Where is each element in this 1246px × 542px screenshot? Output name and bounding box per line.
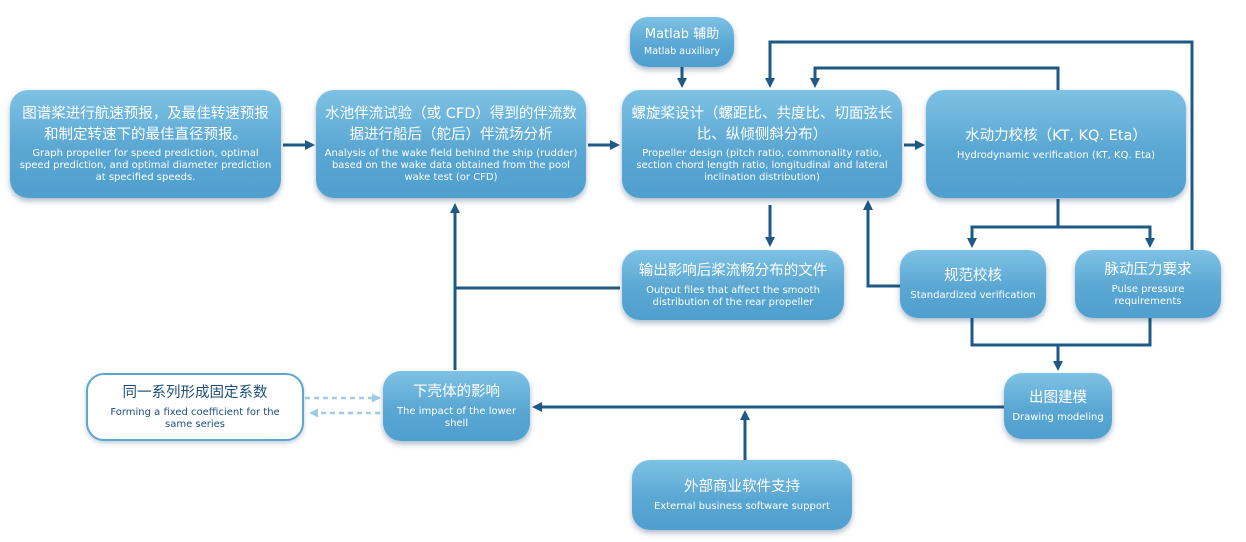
drawing-modeling-en-label: Drawing modeling	[1012, 411, 1104, 423]
pulse-pressure-node: 脉动压力要求 Pulse pressure requirements	[1075, 250, 1221, 318]
lower-shell-zh-label: 下壳体的影响	[413, 384, 500, 401]
line-merge-to-drawing	[970, 318, 1152, 347]
wake-analysis-en-label: Analysis of the wake field behind the sh…	[324, 148, 578, 184]
graph-propeller-zh-label: 图谱桨进行航速预报，及最佳转速预报和制定转速下的最佳直径预报。	[22, 105, 269, 143]
arrow-hydro-to-pulse	[1058, 225, 1155, 248]
fixed-coefficient-en-label: Forming a fixed coefficient for the same…	[110, 406, 280, 430]
hydrodynamic-en-label: Hydrodynamic verification (KT, KQ. Eta)	[956, 149, 1156, 161]
matlab-auxiliary-node: Matlab 辅助 Matlab auxiliary	[630, 17, 734, 67]
lower-shell-en-label: The impact of the lower shell	[396, 405, 517, 429]
matlab-zh-label: Matlab 辅助	[644, 26, 720, 42]
standardized-zh-label: 规范校核	[944, 268, 1002, 285]
output-files-en-label: Output files that affect the smooth dist…	[646, 284, 820, 308]
propeller-design-en-label: Propeller design (pitch ratio, commonali…	[636, 148, 888, 184]
pulse-pressure-en-label: Pulse pressure requirements	[1111, 283, 1185, 307]
output-files-zh-label: 输出影响后桨流畅分布的文件	[638, 263, 828, 280]
arrow-hydro-to-standard	[967, 199, 1060, 248]
hydrodynamic-zh-label: 水动力校核（KT, KQ. Eta）	[965, 128, 1147, 145]
lower-shell-node: 下壳体的影响 The impact of the lower shell	[383, 371, 530, 441]
drawing-modeling-node: 出图建模 Drawing modeling	[1004, 373, 1112, 439]
pulse-pressure-zh-label: 脉动压力要求	[1104, 262, 1192, 279]
graph-propeller-node: 图谱桨进行航速预报，及最佳转速预报和制定转速下的最佳直径预报。 Graph pr…	[10, 90, 281, 198]
arrow-hydro-loop	[810, 66, 1060, 90]
arrow-pulse-loop	[765, 40, 1194, 250]
hydrodynamic-verification-node: 水动力校核（KT, KQ. Eta） Hydrodynamic verifica…	[926, 90, 1186, 198]
output-files-node: 输出影响后桨流畅分布的文件 Output files that affect t…	[622, 250, 844, 320]
matlab-en-label: Matlab auxiliary	[644, 45, 720, 57]
external-software-zh-label: 外部商业软件支持	[684, 479, 800, 496]
propeller-design-node: 螺旋桨设计（螺距比、共度比、切面弦长比、纵倾侧斜分布） Propeller de…	[622, 90, 902, 198]
graph-propeller-en-label: Graph propeller for speed prediction, op…	[19, 148, 272, 184]
drawing-modeling-zh-label: 出图建模	[1029, 390, 1087, 407]
propeller-design-zh-label: 螺旋桨设计（螺距比、共度比、切面弦长比、纵倾侧斜分布）	[631, 105, 893, 143]
external-software-node: 外部商业软件支持 External business software supp…	[632, 460, 852, 530]
arrow-standard-to-design	[863, 200, 900, 288]
fixed-coefficient-zh-label: 同一系列形成固定系数	[122, 385, 268, 402]
standardized-en-label: Standardized verification	[910, 289, 1036, 301]
fixed-coefficient-node: 同一系列形成固定系数 Forming a fixed coefficient f…	[86, 373, 304, 441]
standardized-verification-node: 规范校核 Standardized verification	[900, 250, 1046, 318]
external-software-en-label: External business software support	[654, 500, 830, 512]
wake-analysis-zh-label: 水池伴流试验（或 CFD）得到的伴流数据进行船后（舵后）伴流场分析	[325, 105, 577, 143]
wake-analysis-node: 水池伴流试验（或 CFD）得到的伴流数据进行船后（舵后）伴流场分析 Analys…	[316, 90, 586, 198]
